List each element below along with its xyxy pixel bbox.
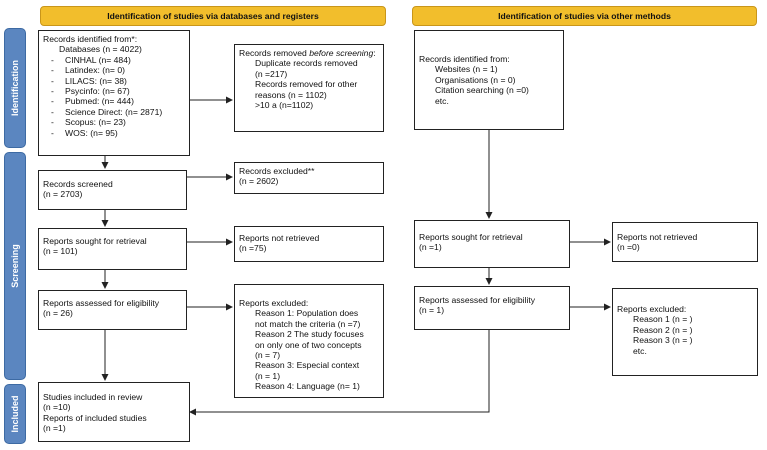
reports-excluded-reason: Reason 4: Language (n= 1) — [255, 381, 360, 392]
database-item: CINHAL (n= 484) — [65, 54, 131, 65]
reports-excluded-reason: Reason 1: Population does — [255, 308, 359, 319]
reports-excluded-reason: (n = 7) — [255, 350, 281, 361]
reports-excluded-box: Reports excluded: Reason 1: Population d… — [234, 284, 384, 398]
other-assessed-count: (n = 1) — [419, 305, 445, 316]
included-line: Studies included in review — [43, 392, 143, 402]
other-records-title: Records identified from: — [419, 54, 510, 64]
other-not-retrieved-box: Reports not retrieved (n =0) — [612, 222, 758, 262]
records-screened-box: Records screened (n = 2703) — [38, 170, 187, 210]
records-excluded-label: Records excluded** — [239, 166, 315, 176]
other-not-retrieved-count: (n =0) — [617, 242, 640, 253]
other-reports-sought-count: (n =1) — [419, 242, 442, 253]
reports-not-retrieved-box: Reports not retrieved (n =75) — [234, 226, 384, 262]
reports-assessed-count: (n = 26) — [43, 308, 73, 319]
other-records-identified-box: Records identified from: Websites (n = 1… — [414, 30, 564, 130]
other-excluded-reason: etc. — [633, 345, 647, 356]
records-screened-count: (n = 2703) — [43, 189, 83, 200]
database-item: LILACS: (n= 38) — [65, 75, 127, 86]
removed-line: Records removed for other — [255, 79, 358, 90]
studies-included-box: Studies included in review (n =10) Repor… — [38, 382, 190, 442]
records-removed-title: Records removed before screening: — [239, 48, 376, 58]
other-not-retrieved-label: Reports not retrieved — [617, 232, 698, 242]
reports-sought-box: Reports sought for retrieval (n = 101) — [38, 228, 187, 270]
records-excluded-count: (n = 2602) — [239, 176, 279, 187]
other-excluded-title: Reports excluded: — [617, 304, 687, 314]
included-line: (n =1) — [43, 423, 66, 434]
records-screened-label: Records screened — [43, 179, 113, 189]
phase-identification: Identification — [4, 28, 26, 148]
header-other-methods: Identification of studies via other meth… — [412, 6, 757, 26]
database-item: Pubmed: (n= 444) — [65, 96, 135, 107]
reports-excluded-reason: (n = 1) — [255, 370, 281, 381]
other-excluded-reason: Reason 3 (n = ) — [633, 335, 693, 346]
reports-sought-label: Reports sought for retrieval — [43, 236, 147, 246]
other-records-line: Organisations (n = 0) — [435, 74, 516, 85]
reports-not-retrieved-label: Reports not retrieved — [239, 233, 320, 243]
records-removed-box: Records removed before screening: Duplic… — [234, 44, 384, 132]
records-identified-title: Records identified from*: — [43, 34, 138, 44]
removed-line: Duplicate records removed — [255, 58, 358, 69]
other-records-line: Citation searching (n =0) — [435, 85, 529, 96]
other-assessed-box: Reports assessed for eligibility (n = 1) — [414, 286, 570, 330]
database-item: Scopus: (n= 23) — [65, 117, 126, 128]
other-assessed-label: Reports assessed for eligibility — [419, 295, 536, 305]
phase-screening: Screening — [4, 152, 26, 380]
other-excluded-box: Reports excluded: Reason 1 (n = ) Reason… — [612, 288, 758, 376]
arrow-other-assessed-to-included — [189, 330, 490, 416]
removed-line: >10 a (n=1102) — [255, 100, 314, 111]
database-item: WOS: (n= 95) — [65, 127, 118, 138]
other-records-line: etc. — [435, 95, 449, 106]
phase-included: Included — [4, 384, 26, 444]
databases-total: Databases (n = 4022) — [59, 44, 142, 55]
reports-sought-count: (n = 101) — [43, 246, 78, 257]
reports-excluded-reason: Reason 2 The study focuses — [255, 329, 364, 340]
removed-line: reasons (n = 1102) — [255, 89, 327, 100]
reports-excluded-reason: not match the criteria (n =7) — [255, 318, 361, 329]
reports-excluded-reason: Reason 3: Especial context — [255, 360, 360, 371]
removed-line: (n =217) — [255, 68, 288, 79]
included-line: Reports of included studies — [43, 412, 147, 423]
database-item: Latindex: (n= 0) — [65, 65, 125, 76]
other-excluded-reason: Reason 1 (n = ) — [633, 314, 693, 325]
reports-excluded-reason: on only one of two concepts — [255, 339, 362, 350]
records-excluded-box: Records excluded** (n = 2602) — [234, 162, 384, 194]
reports-not-retrieved-count: (n =75) — [239, 243, 267, 254]
records-identified-box: Records identified from*: Databases (n =… — [38, 30, 190, 156]
other-excluded-reason: Reason 2 (n = ) — [633, 324, 693, 335]
reports-assessed-box: Reports assessed for eligibility (n = 26… — [38, 290, 187, 330]
database-item: Science Direct: (n= 2871) — [65, 106, 163, 117]
other-records-line: Websites (n = 1) — [435, 64, 498, 75]
other-reports-sought-box: Reports sought for retrieval (n =1) — [414, 220, 570, 268]
database-item: Psycinfo: (n= 67) — [65, 86, 130, 97]
header-databases: Identification of studies via databases … — [40, 6, 386, 26]
reports-excluded-title: Reports excluded: — [239, 298, 309, 308]
included-line: (n =10) — [43, 402, 71, 413]
reports-assessed-label: Reports assessed for eligibility — [43, 298, 160, 308]
other-reports-sought-label: Reports sought for retrieval — [419, 232, 523, 242]
